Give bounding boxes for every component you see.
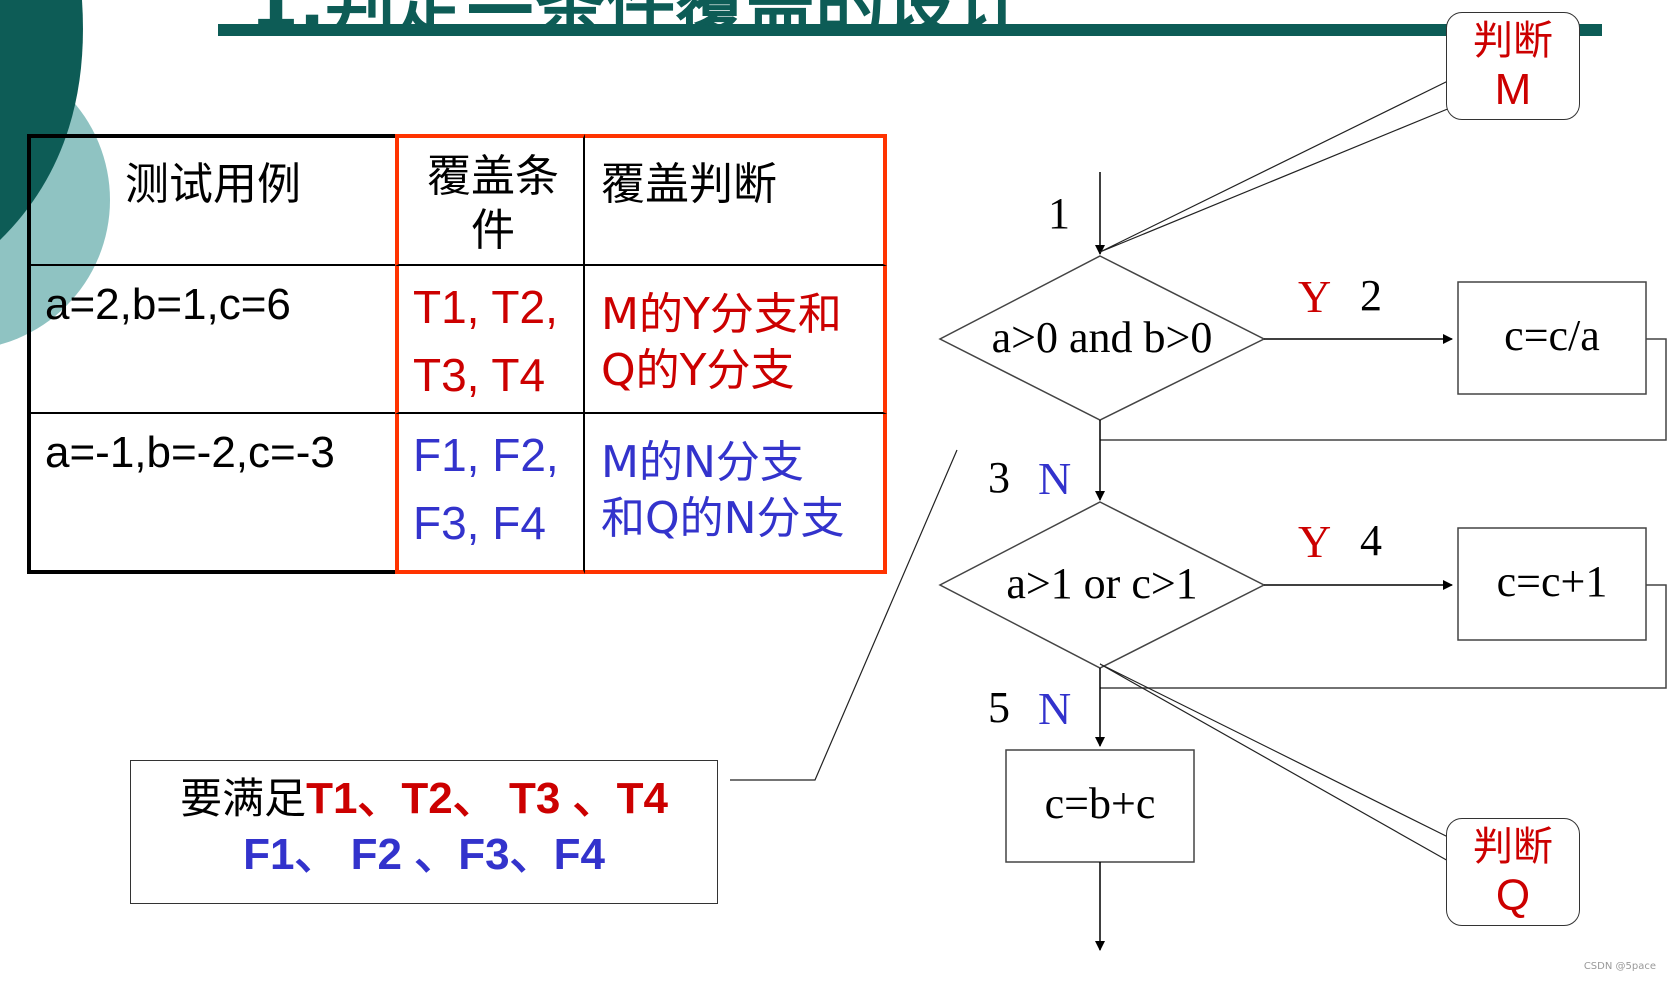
no-label-1: N <box>1038 453 1072 504</box>
note-true-items: T1、T2、 T3 、T4 <box>306 774 668 823</box>
callout-m-line2: M <box>1494 65 1532 114</box>
requirement-note-box: 要满足T1、T2、 T3 、T4 F1、 F2 、F3、F4 <box>130 760 718 904</box>
row1-judgement-line2: Q的Y分支 <box>601 345 795 396</box>
row1-condition: T1, T2, T3, T4 <box>395 266 585 414</box>
path-label-1: 1 <box>1048 189 1070 238</box>
box1-return-line <box>1100 338 1667 441</box>
callout-m-pointer <box>1099 79 1451 253</box>
row2-case: a=-1,b=-2,c=-3 <box>27 414 395 574</box>
box2-return-line <box>1100 584 1667 689</box>
title-clip: 1.判定—条件覆盖的设计 <box>250 0 1400 26</box>
decision2-label: a>1 or c>1 <box>1006 559 1198 608</box>
box3-label: c=b+c <box>1044 779 1156 828</box>
header-judgement: 覆盖判断 <box>585 134 887 266</box>
path-label-5: 5 <box>988 683 1010 732</box>
callout-m-line1: 判断 <box>1473 18 1553 64</box>
row1-case-text: a=2,b=1,c=6 <box>45 280 291 329</box>
header-condition-text: 覆盖条件 <box>427 151 559 256</box>
header-condition: 覆盖条件 <box>395 134 585 266</box>
box3-rect <box>1005 749 1195 863</box>
callout-q-line1: 判断 <box>1473 824 1553 870</box>
decision1-label: a>0 and b>0 <box>991 313 1213 362</box>
row2-condition-line1: F1, F2, <box>413 429 559 481</box>
path-label-3: 3 <box>988 453 1010 502</box>
row2-case-text: a=-1,b=-2,c=-3 <box>45 428 335 477</box>
note-line1: 要满足T1、T2、 T3 、T4 <box>131 771 717 827</box>
header-test-case: 测试用例 <box>27 134 395 266</box>
note-false-items: F1、 F2 、F3、F4 <box>243 830 605 879</box>
callout-judgement-m: 判断 M <box>1446 12 1580 120</box>
row2-judgement-line2: 和Q的N分支 <box>601 493 845 544</box>
note-pointer <box>730 449 958 781</box>
callout-q-pointer <box>1099 663 1451 863</box>
path-label-4: 4 <box>1360 516 1382 565</box>
note-prefix: 要满足 <box>180 774 307 823</box>
callout-q-line2: Q <box>1495 871 1531 920</box>
row1-judgement-line1: M的Y分支和 <box>601 289 842 340</box>
path-label-2: 2 <box>1360 271 1382 320</box>
slide-title: 1.判定—条件覆盖的设计 <box>250 0 1025 26</box>
row1-judgement: M的Y分支和 Q的Y分支 <box>585 266 887 414</box>
row2-condition: F1, F2, F3, F4 <box>395 414 585 574</box>
box2-label: c=c+1 <box>1496 557 1608 606</box>
yes-label-2: Y <box>1298 516 1332 567</box>
box1-label: c=c/a <box>1504 311 1600 360</box>
row1-condition-line1: T1, T2, <box>413 281 558 333</box>
row2-condition-line2: F3, F4 <box>413 497 546 549</box>
callout-judgement-q: 判断 Q <box>1446 818 1580 926</box>
row1-condition-line2: T3, T4 <box>413 349 546 401</box>
watermark: CSDN @5pace <box>1583 961 1656 972</box>
yes-label-1: Y <box>1298 271 1332 322</box>
box2-rect <box>1457 527 1647 641</box>
box1-rect <box>1457 281 1647 395</box>
dark-teal-shape <box>0 0 83 240</box>
row2-judgement-line1: M的N分支 <box>601 437 804 488</box>
header-test-case-text: 测试用例 <box>125 159 301 210</box>
header-judgement-text: 覆盖判断 <box>601 159 777 210</box>
no-label-2: N <box>1038 683 1072 734</box>
row2-judgement: M的N分支 和Q的N分支 <box>585 414 887 574</box>
title-underline <box>218 24 1602 36</box>
row1-case: a=2,b=1,c=6 <box>27 266 395 414</box>
